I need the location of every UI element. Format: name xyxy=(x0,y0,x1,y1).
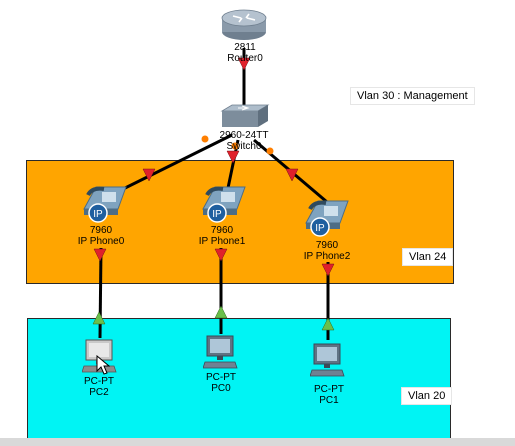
switch-label: 2960-24TT Switch0 xyxy=(220,130,269,152)
link-status-up-icon xyxy=(214,305,228,319)
ip-phone1[interactable]: IP xyxy=(199,183,249,225)
pc0-model: PC-PT xyxy=(206,372,236,383)
link-status-down-icon xyxy=(237,57,251,71)
ip-phone-icon: IP xyxy=(83,186,127,223)
link-status-down-icon xyxy=(285,168,299,182)
vlan24-note[interactable]: Vlan 24 xyxy=(402,248,454,266)
vlan30-note[interactable]: Vlan 30 : Management xyxy=(350,87,475,105)
ip-phone-icon: IP xyxy=(202,186,246,223)
switch-name: Switch0 xyxy=(226,141,262,152)
link-status-down-icon xyxy=(142,168,156,182)
ip-badge: IP xyxy=(212,209,222,220)
port-indicator-icon xyxy=(231,142,239,150)
link-status-down-icon xyxy=(214,248,228,262)
pc0-label: PC-PT PC0 xyxy=(206,372,236,394)
phone1-model: 7960 xyxy=(210,225,234,236)
link-phone0-pc2 xyxy=(98,247,103,339)
pc0-name: PC0 xyxy=(211,383,231,394)
mouse-cursor-icon xyxy=(96,355,110,375)
vlan20-note[interactable]: Vlan 20 xyxy=(401,387,453,405)
router-label: 2811 Router0 xyxy=(227,42,263,64)
switch-model: 2960-24TT xyxy=(219,130,269,141)
vlan20-zone xyxy=(27,318,451,444)
pc2-label: PC-PT PC2 xyxy=(84,376,114,398)
link-switch-phone0 xyxy=(116,133,233,194)
pc1-model: PC-PT xyxy=(314,384,344,395)
pc1-icon[interactable] xyxy=(310,342,346,378)
router-icon[interactable] xyxy=(219,6,269,44)
pc0-icon[interactable] xyxy=(203,334,239,370)
router-name: Router0 xyxy=(227,53,263,64)
phone1-name: IP Phone1 xyxy=(198,236,246,247)
bottom-scrollbar[interactable] xyxy=(0,438,515,446)
phone1-label: 7960 IP Phone1 xyxy=(199,225,246,247)
link-status-down-icon xyxy=(93,248,107,262)
phone0-label: 7960 IP Phone0 xyxy=(78,225,125,247)
pc2-model: PC-PT xyxy=(84,376,114,387)
phone2-label: 7960 IP Phone2 xyxy=(304,240,351,262)
switch-icon[interactable] xyxy=(218,103,272,135)
link-status-up-icon xyxy=(321,317,335,331)
phone0-name: IP Phone0 xyxy=(77,236,125,247)
ip-badge: IP xyxy=(93,209,103,220)
link-status-up-icon xyxy=(92,311,106,325)
pc2-name: PC2 xyxy=(89,387,109,398)
port-indicator-icon xyxy=(266,147,274,155)
port-indicator-icon xyxy=(201,135,209,143)
router-model: 2811 xyxy=(234,42,256,53)
ip-phone-icon: IP xyxy=(305,200,349,237)
pc1-label: PC-PT PC1 xyxy=(314,384,344,406)
link-status-down-icon xyxy=(321,263,335,277)
phone0-model: 7960 xyxy=(89,225,113,236)
link-status-down-icon xyxy=(226,150,240,164)
phone2-name: IP Phone2 xyxy=(303,251,351,262)
ip-phone0[interactable]: IP xyxy=(80,183,130,225)
ip-phone2[interactable]: IP xyxy=(302,197,352,239)
pc1-name: PC1 xyxy=(319,395,339,406)
ip-badge: IP xyxy=(315,223,325,234)
phone2-model: 7960 xyxy=(315,240,339,251)
